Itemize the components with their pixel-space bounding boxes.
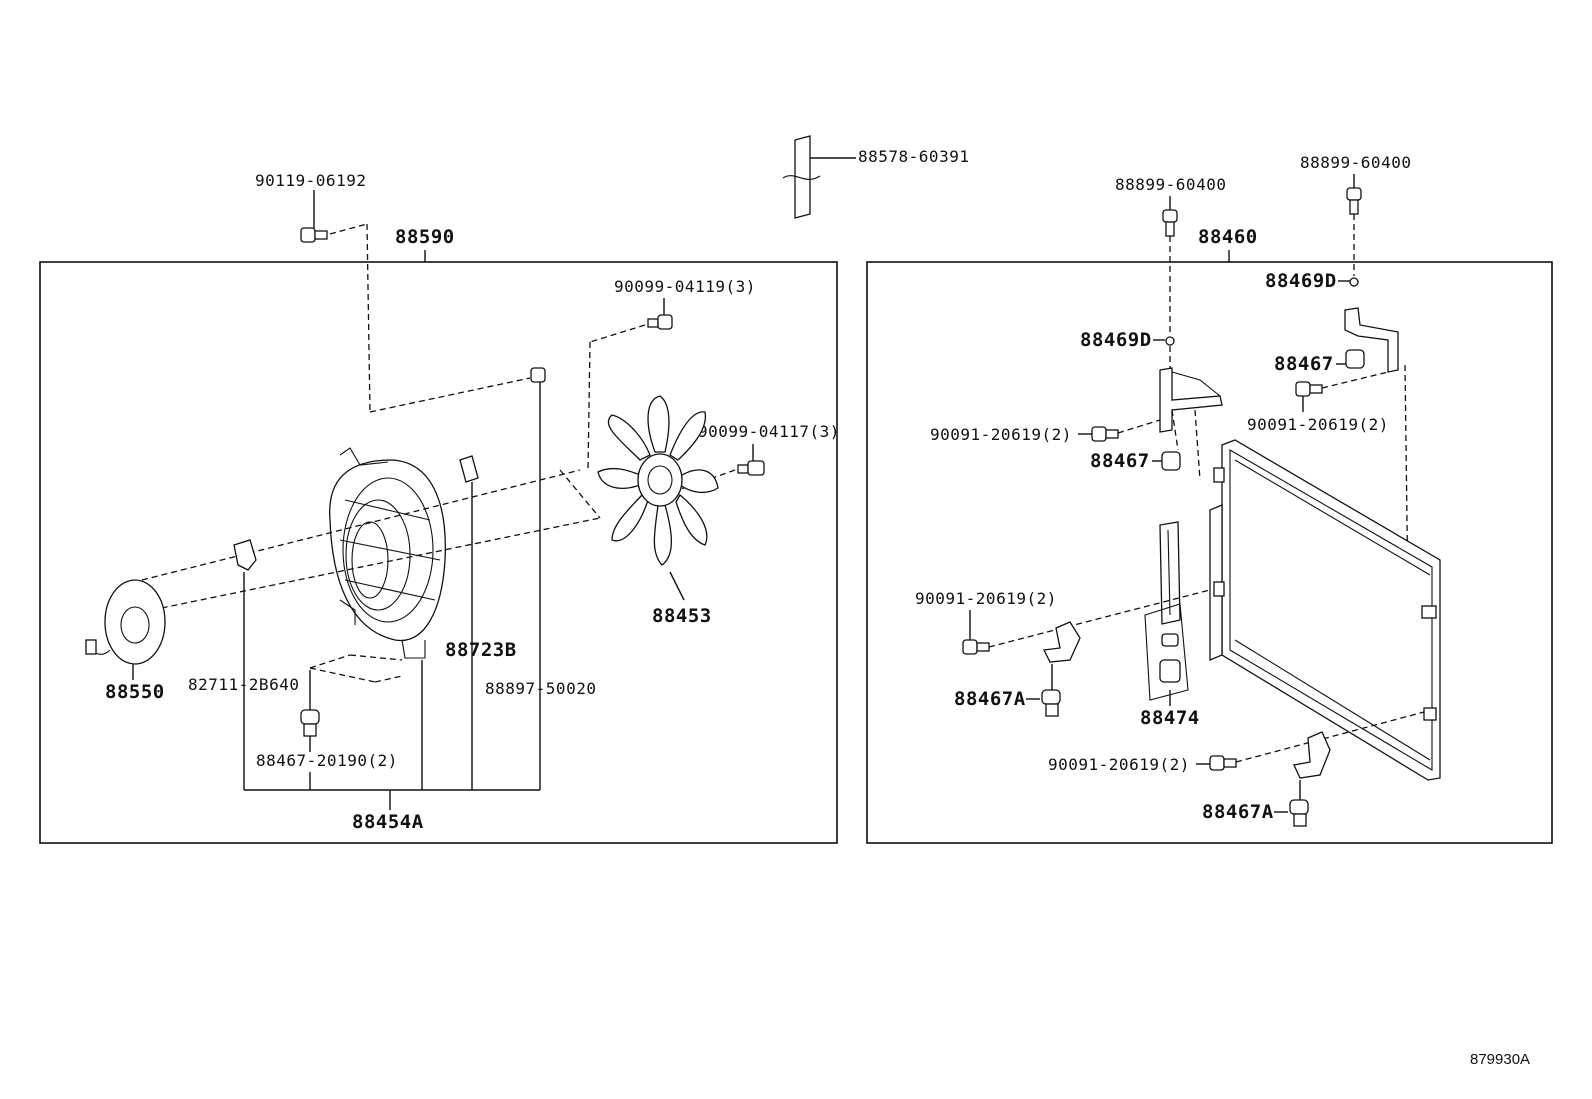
bolt-90091-20619-d-icon — [1209, 755, 1237, 771]
label-88467A-a[interactable]: 88467A — [954, 688, 1026, 710]
seal-strip-88578-60391-icon — [782, 135, 821, 219]
label-88467-b[interactable]: 88467 — [1274, 353, 1334, 375]
condenser-assembly-frame — [866, 261, 1553, 844]
label-88897-50020[interactable]: 88897-50020 — [485, 679, 596, 698]
nut-icon — [530, 367, 546, 383]
label-90091-20619-c[interactable]: 90091-20619(2) — [915, 589, 1057, 608]
bolt-90091-20619-a-icon — [1091, 426, 1119, 442]
label-88899-60400-a[interactable]: 88899-60400 — [1115, 175, 1226, 194]
label-88474[interactable]: 88474 — [1140, 707, 1200, 729]
label-90091-20619-b[interactable]: 90091-20619(2) — [1247, 415, 1389, 434]
label-88467-20190[interactable]: 88467-20190(2) — [256, 751, 398, 770]
label-88467A-b[interactable]: 88467A — [1202, 801, 1274, 823]
condenser-core-icon — [1209, 439, 1441, 781]
bolt-90091-20619-b-icon — [1295, 381, 1323, 397]
mount-bracket-a-icon — [1159, 367, 1223, 433]
label-88469D-a[interactable]: 88469D — [1080, 329, 1152, 351]
bolt-90099-04119-icon — [647, 314, 673, 330]
clamp-88467-20190-icon — [300, 709, 320, 737]
label-88460[interactable]: 88460 — [1198, 226, 1258, 248]
receiver-dryer-88474-icon — [1144, 521, 1189, 701]
bolt-88899-60400-b-icon — [1346, 187, 1362, 215]
label-88550[interactable]: 88550 — [105, 681, 165, 703]
fan-assembly-frame — [39, 261, 838, 844]
clamp-88467A-b-icon — [1289, 731, 1331, 827]
fan-motor-88550-icon — [85, 579, 166, 665]
label-90099-04117[interactable]: 90099-04117(3) — [698, 422, 840, 441]
bolt-90119-06192-icon — [300, 227, 328, 243]
fan-blade-88453-icon — [597, 395, 719, 566]
label-88453[interactable]: 88453 — [652, 605, 712, 627]
clip-82711-2B640-icon — [233, 539, 257, 571]
label-88578-60391[interactable]: 88578-60391 — [858, 147, 969, 166]
label-88469D-b[interactable]: 88469D — [1265, 270, 1337, 292]
label-90119-06192[interactable]: 90119-06192 — [255, 171, 366, 190]
label-90091-20619-d[interactable]: 90091-20619(2) — [1048, 755, 1190, 774]
clamp-88467A-a-icon — [1041, 621, 1081, 717]
diagram-reference: 879930A — [1470, 1051, 1530, 1068]
bolt-90091-20619-c-icon — [962, 639, 990, 655]
spacer-88723B-icon — [459, 455, 479, 483]
grommet-88467-a-icon — [1161, 451, 1181, 471]
label-88899-60400-b[interactable]: 88899-60400 — [1300, 153, 1411, 172]
fan-shroud-icon — [329, 447, 446, 659]
label-88454A[interactable]: 88454A — [352, 811, 424, 833]
bolt-88899-60400-a-icon — [1162, 209, 1178, 237]
mount-bracket-b-icon — [1344, 307, 1399, 373]
label-88723B[interactable]: 88723B — [445, 639, 517, 661]
label-90091-20619-a[interactable]: 90091-20619(2) — [930, 425, 1072, 444]
label-90099-04119[interactable]: 90099-04119(3) — [614, 277, 756, 296]
label-88467-a[interactable]: 88467 — [1090, 450, 1150, 472]
label-82711-2B640[interactable]: 82711-2B640 — [188, 675, 299, 694]
label-88590[interactable]: 88590 — [395, 226, 455, 248]
bolt-90099-04117-icon — [737, 460, 765, 476]
grommet-88467-b-icon — [1345, 349, 1365, 369]
